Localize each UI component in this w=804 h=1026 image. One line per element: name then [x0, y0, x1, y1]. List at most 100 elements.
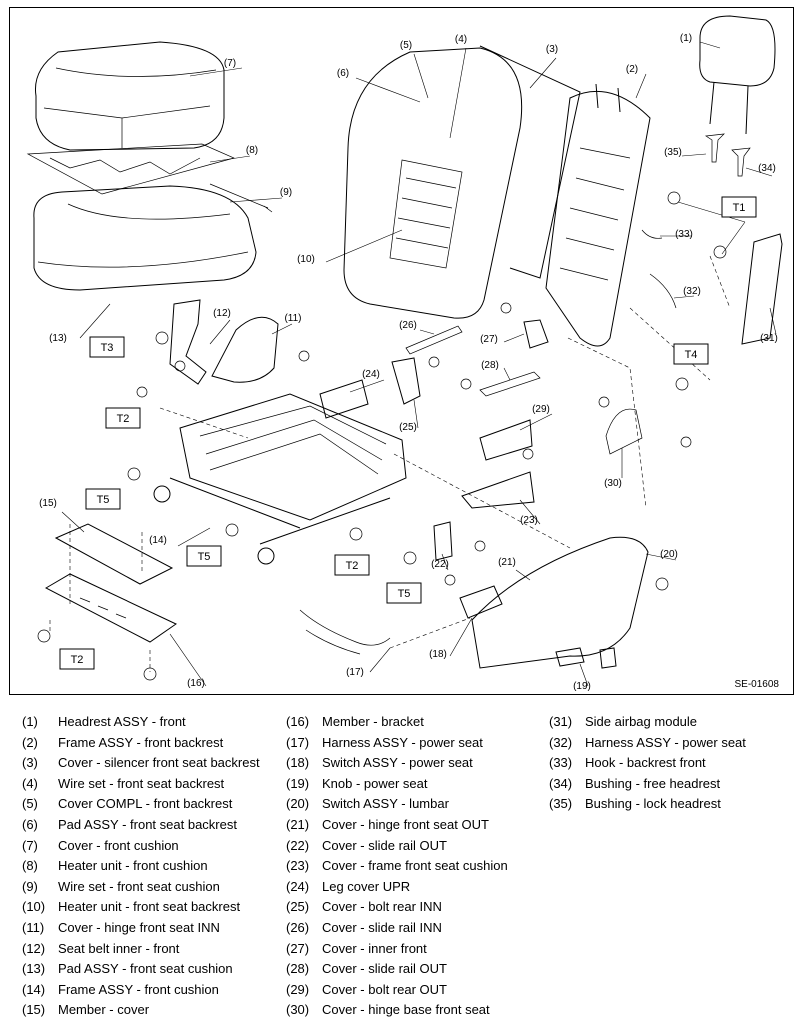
callout-label: (30) [604, 478, 622, 489]
torque-spec-box: T4 [673, 343, 709, 365]
legend-row: (25)Cover - bolt rear INN [286, 897, 508, 918]
legend-part-name: Cover - hinge front seat INN [58, 919, 220, 935]
bolt-cover-rear-inn [391, 357, 421, 405]
legend-row: (15)Member - cover [22, 1000, 260, 1021]
torque-spec-label: T2 [117, 413, 130, 425]
callout-label: (32) [683, 286, 701, 297]
slide-rail-cover-out [433, 521, 453, 561]
legend-number: (32) [549, 734, 573, 750]
side-airbag-module [741, 233, 783, 345]
legend-number: (30) [286, 1002, 310, 1018]
legend-row: (10)Heater unit - front seat backrest [22, 897, 260, 918]
legend-row: (17)Harness ASSY - power seat [286, 733, 508, 754]
legend-row: (8)Heater unit - front cushion [22, 856, 260, 877]
legend-row: (18)Switch ASSY - power seat [286, 753, 508, 774]
callout-label: (20) [660, 549, 678, 560]
torque-spec-label: T3 [101, 342, 114, 354]
callout-label: (15) [39, 498, 57, 509]
legend-row: (33) Hook - backrest front [549, 753, 746, 774]
legend-part-name: Cover COMPL - front backrest [58, 796, 233, 812]
seat-belt-inner [169, 299, 207, 385]
parts-legend: (1)Headrest ASSY - front(2)Frame ASSY - … [0, 712, 804, 1022]
legend-row: (2)Frame ASSY - front backrest [22, 733, 260, 754]
legend-part-name: Harness ASSY - power seat [585, 734, 746, 750]
legend-row: (11)Cover - hinge front seat INN [22, 918, 260, 939]
leg-cover-upr [319, 379, 369, 419]
legend-row: (19)Knob - power seat [286, 774, 508, 795]
callout-label: (22) [431, 559, 449, 570]
free-bushing [731, 147, 751, 177]
legend-number: (8) [22, 858, 38, 874]
front-cushion-cover [34, 41, 225, 151]
legend-row: (3)Cover - silencer front seat backrest [22, 753, 260, 774]
legend-number: (20) [286, 796, 310, 812]
legend-column-2: (16)Member - bracket(17)Harness ASSY - p… [286, 712, 508, 1021]
callout-label: (3) [546, 44, 558, 55]
legend-part-name: Frame ASSY - front backrest [58, 734, 224, 750]
callout-label: (23) [520, 515, 538, 526]
legend-part-name: Knob - power seat [322, 775, 428, 791]
figure-code: SE-01608 [734, 679, 779, 690]
backrest-hook [641, 229, 663, 239]
callout-label: (8) [246, 145, 258, 156]
legend-row: (27)Cover - inner front [286, 939, 508, 960]
legend-part-name: Cover - hinge front seat OUT [322, 816, 489, 832]
callout-label: (31) [760, 333, 778, 344]
exploded-view-diagram: (1)(2)(3)(4)(5)(6)(7)(8)(9)(10)(11)(12)(… [9, 7, 794, 695]
legend-number: (4) [22, 775, 38, 791]
legend-part-name: Bushing - lock headrest [585, 796, 721, 812]
legend-part-name: Bushing - free headrest [585, 775, 721, 791]
legend-part-name: Cover - bolt rear INN [322, 899, 442, 915]
callout-label: (19) [573, 681, 591, 692]
callout-label: (24) [362, 369, 380, 380]
torque-spec-box: T1 [721, 196, 757, 218]
legend-number: (28) [286, 961, 310, 977]
legend-number: (33) [549, 755, 573, 771]
callout-label: (11) [284, 313, 301, 324]
legend-number: (14) [22, 981, 46, 997]
legend-part-name: Switch ASSY - power seat [322, 755, 473, 771]
legend-row: (1)Headrest ASSY - front [22, 712, 260, 733]
hinge-cover-inn [211, 316, 279, 383]
legend-number: (21) [286, 816, 310, 832]
callout-label: (6) [337, 68, 349, 79]
torque-spec-label: T5 [398, 588, 411, 600]
callout-label: (34) [758, 163, 776, 174]
legend-number: (7) [22, 837, 38, 853]
callout-label: (2) [626, 64, 638, 75]
callout-label: (9) [280, 187, 292, 198]
backrest-frame [545, 90, 651, 347]
power-seat-harness [299, 609, 391, 655]
legend-row: (31)Side airbag module [549, 712, 746, 733]
legend-part-name: Cover - frame front seat cushion [322, 858, 508, 874]
member-cover [54, 523, 174, 585]
callout-label: (33) [675, 229, 693, 240]
legend-row: (29)Cover - bolt rear OUT [286, 980, 508, 1001]
callout-label: (35) [664, 147, 682, 158]
power-seat-switch [459, 585, 503, 619]
callout-label: (21) [498, 557, 516, 568]
legend-number: (15) [22, 1002, 46, 1018]
legend-part-name: Side airbag module [585, 714, 698, 729]
parts-layer [26, 15, 783, 687]
callout-label: (7) [224, 58, 236, 69]
power-seat-knob [555, 647, 617, 669]
callout-label: (16) [187, 678, 205, 689]
torque-spec-box: T2 [59, 648, 95, 670]
legend-part-name: Harness ASSY - power seat [322, 734, 483, 750]
front-cushion-pad [33, 185, 257, 291]
legend-row: (30)Cover - hinge base front seat [286, 1000, 508, 1021]
legend-row: (28)Cover - slide rail OUT [286, 959, 508, 980]
legend-part-name: Hook - backrest front [585, 755, 706, 771]
legend-row: (12)Seat belt inner - front [22, 939, 260, 960]
legend-part-name: Wire set - front seat cushion [58, 878, 220, 894]
legend-number: (23) [286, 858, 310, 874]
legend-row: (35)Bushing - lock headrest [549, 794, 746, 815]
callout-label: (5) [400, 40, 412, 51]
legend-part-name: Member - bracket [322, 714, 424, 729]
cushion-wire-set [209, 183, 273, 213]
callout-label: (26) [399, 320, 417, 331]
legend-row: (6)Pad ASSY - front seat backrest [22, 815, 260, 836]
legend-part-name: Cover - silencer front seat backrest [58, 755, 260, 771]
callout-label: (27) [480, 334, 498, 345]
